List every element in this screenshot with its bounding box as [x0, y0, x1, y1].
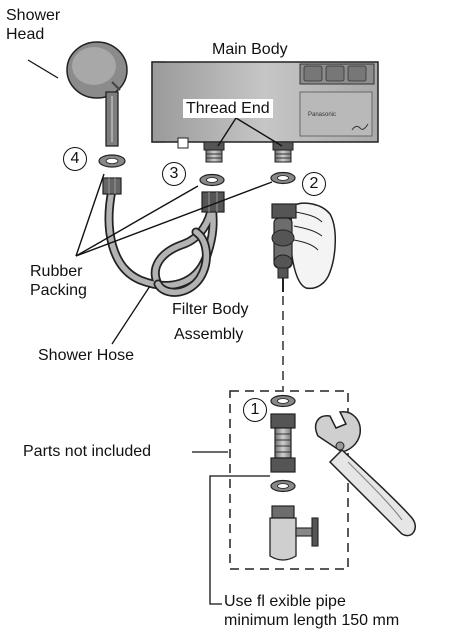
box-washer-top: [271, 396, 295, 407]
shower-head-label: Shower Head: [6, 6, 60, 44]
rubber-packing-label-line2: Packing: [30, 281, 87, 300]
thread-end-right: [273, 142, 293, 162]
thread-end-label: Thread End: [183, 99, 273, 118]
box-nipple-fitting: [271, 414, 295, 472]
parts-not-included-label: Parts not included: [23, 442, 151, 461]
step-number-2: 2: [302, 172, 326, 196]
step-number-1: 1: [243, 398, 267, 422]
rubber-packing-4: [99, 155, 125, 167]
step-number-3: 3: [162, 162, 186, 186]
main-body-label: Main Body: [212, 40, 288, 59]
stop-valve: [270, 506, 318, 560]
pipe-note-label-line2: minimum length 150 mm: [224, 611, 399, 630]
filter-body-label-line1: Filter Body: [172, 300, 248, 319]
shower-hose: [109, 190, 213, 292]
thread-end-left: [204, 142, 224, 162]
shower-head-label-line2: Head: [6, 25, 60, 44]
pipe-note-label: Use fl exible pipe minimum length 150 mm: [224, 592, 399, 630]
filter-body-assembly: [272, 203, 335, 292]
rubber-packing-label: Rubber Packing: [30, 262, 87, 300]
panel-logo-text: Panasonic: [308, 112, 336, 118]
shower-head-label-line1: Shower: [6, 6, 60, 25]
hose-nut-left: [103, 178, 121, 194]
shower-hose-label: Shower Hose: [38, 346, 134, 365]
shower-head-pointer: [28, 60, 58, 78]
adjustable-wrench: [316, 412, 416, 536]
rubber-packing-2: [271, 173, 295, 184]
filter-body-label: Filter Body Assembly: [172, 300, 248, 344]
filter-body-label-line2: Assembly: [172, 325, 248, 344]
box-washer-bottom: [271, 481, 295, 492]
shower-hose-pointer: [112, 286, 150, 344]
step-number-4: 4: [63, 147, 87, 171]
rubber-packing-label-line1: Rubber: [30, 262, 87, 281]
pipe-note-pointer: [210, 476, 270, 604]
pipe-note-label-line1: Use fl exible pipe: [224, 592, 399, 611]
shower-head: [67, 42, 127, 146]
rubber-packing-3: [200, 175, 224, 186]
